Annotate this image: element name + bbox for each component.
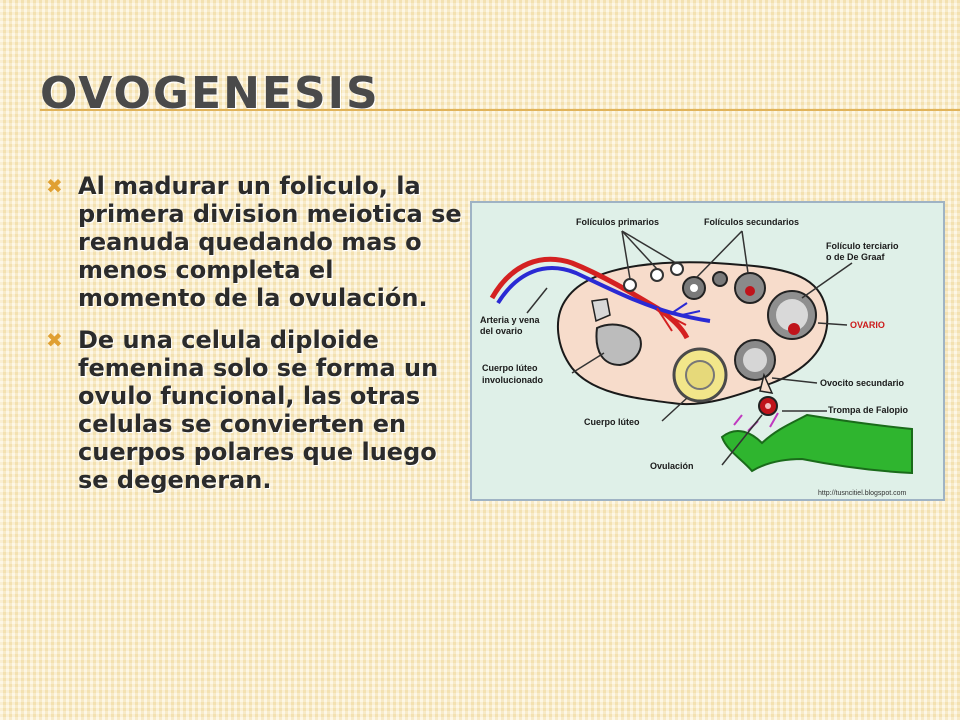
label-ovulation: Ovulación xyxy=(650,461,694,471)
label-ovario: OVARIO xyxy=(850,320,885,330)
title-underline xyxy=(40,109,960,111)
ovary-diagram: Folículos primarios Folículos secundario… xyxy=(470,201,945,501)
label-tertiary-follicle: Folículo terciario xyxy=(826,241,899,251)
label-secondary-oocyte: Ovocito secundario xyxy=(820,378,905,388)
label-corpus-luteum: Cuerpo lúteo xyxy=(584,417,640,427)
vein-vessel xyxy=(496,266,711,323)
cross-bullet-icon: ✖ xyxy=(46,328,63,352)
primary-follicle xyxy=(650,268,664,282)
label-artery-vein: Arteria y vena xyxy=(480,315,541,325)
small-scar xyxy=(591,298,611,323)
bullet-text: Al madurar un foliculo, la primera divis… xyxy=(78,172,462,312)
secondary-follicle xyxy=(712,271,728,287)
artery-vessel xyxy=(489,256,690,340)
source-credit: http://tusncitiel.blogspot.com xyxy=(818,490,906,497)
label-tertiary-follicle-2: o de De Graaf xyxy=(826,252,886,262)
bullet-item: ✖ De una celula diploide femenina solo s… xyxy=(44,326,464,494)
bullet-list: ✖ Al madurar un foliculo, la primera div… xyxy=(44,172,464,508)
primary-follicle xyxy=(670,262,684,276)
bullet-item: ✖ Al madurar un foliculo, la primera div… xyxy=(44,172,464,312)
fallopian-tube xyxy=(720,413,913,475)
label-primary-follicles: Folículos primarios xyxy=(576,217,659,227)
bullet-text: De una celula diploide femenina solo se … xyxy=(78,326,439,494)
label-corpus-luteum-inv: Cuerpo lúteo xyxy=(482,363,538,373)
corpus-albicans xyxy=(595,323,642,367)
primary-follicle xyxy=(623,278,637,292)
label-artery-vein-2: del ovario xyxy=(480,326,523,336)
label-corpus-luteum-inv-2: involucionado xyxy=(482,375,544,385)
cross-bullet-icon: ✖ xyxy=(46,174,63,198)
label-secondary-follicles: Folículos secundarios xyxy=(704,217,799,227)
label-fallopian-tube: Trompa de Falopio xyxy=(828,405,909,415)
slide-title: OVOGENESIS xyxy=(40,68,380,119)
